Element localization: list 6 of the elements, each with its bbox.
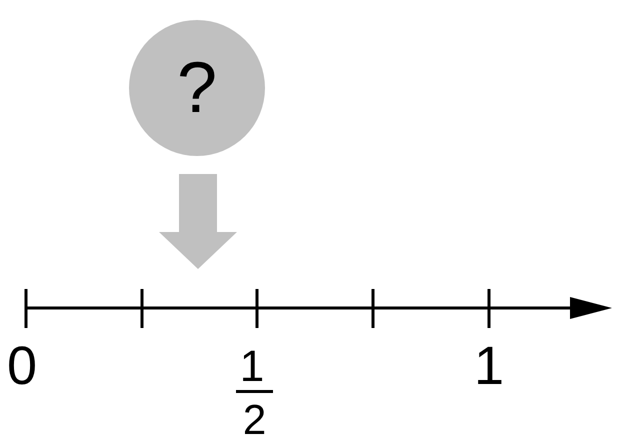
tick-label: 1	[240, 345, 264, 389]
block-arrow	[159, 174, 237, 269]
tick-label: 1	[474, 339, 504, 393]
tick-label: 2	[242, 399, 266, 441]
question-mark: ?	[176, 52, 218, 124]
tick-label: 0	[6, 339, 38, 393]
